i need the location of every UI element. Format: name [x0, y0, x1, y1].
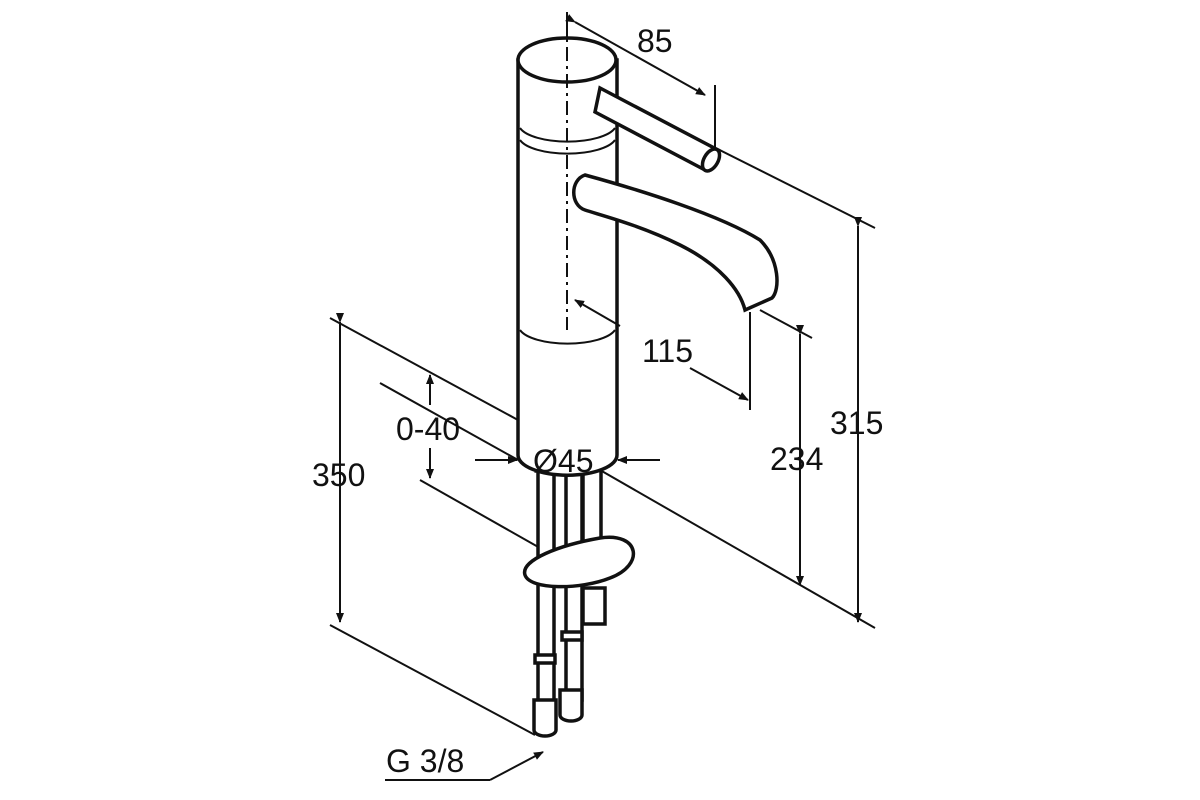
- dim-total-height: 315: [830, 405, 883, 441]
- dim-spout-height: 234: [770, 441, 823, 477]
- dim-lever-reach: 85: [637, 23, 673, 59]
- dim-spout-reach: 115: [642, 333, 693, 369]
- mounting-bracket: [523, 535, 636, 589]
- dim-hose-length: 350: [312, 457, 365, 493]
- hose-nut-left: [532, 698, 558, 738]
- supply-hoses: [523, 468, 636, 738]
- mounting-nut: [581, 586, 607, 626]
- dim-connection-thread: G 3/8: [386, 743, 464, 779]
- spout: [572, 173, 779, 313]
- dimension-arrows: [336, 14, 862, 781]
- lever-handle: [593, 85, 722, 173]
- dim-body-diameter: Ø45: [533, 443, 593, 479]
- hose-nut-right: [558, 688, 584, 723]
- dim-deck-thickness: 0-40: [396, 411, 460, 447]
